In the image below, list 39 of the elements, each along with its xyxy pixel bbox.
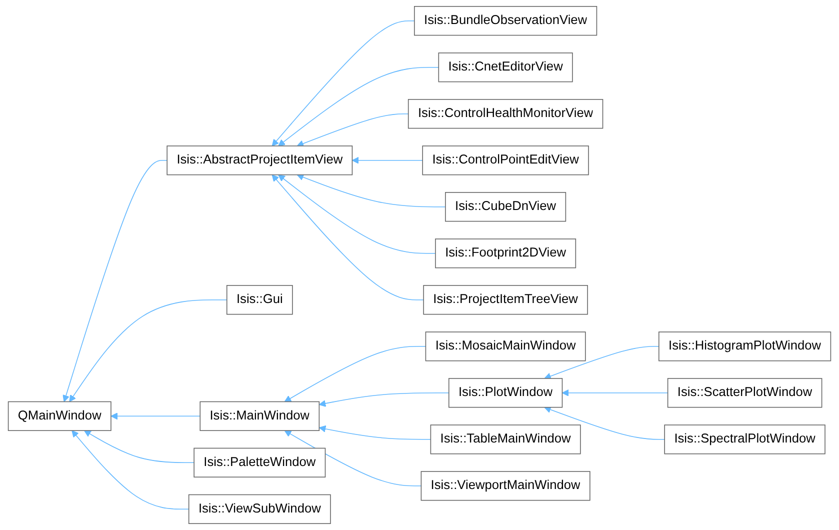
arrow [278, 66, 440, 146]
node-box: Isis::ControlHealthMonitorView [408, 99, 604, 129]
node-box: Isis::ViewportMainWindow [420, 471, 590, 501]
node-box: Isis::SpectralPlotWindow [664, 424, 826, 454]
arrow [278, 174, 436, 254]
arrow [318, 392, 450, 407]
arrow [562, 389, 668, 396]
arrow [352, 156, 423, 164]
node-box: Isis::HistogramPlotWindow [658, 332, 832, 362]
arrow [544, 406, 665, 440]
arrow [544, 346, 660, 380]
arrow [284, 430, 422, 486]
node-box: Isis::Gui [226, 285, 293, 315]
node-box: Isis::TableMainWindow [430, 424, 581, 454]
node-box: Isis::BundleObservationView [414, 6, 598, 36]
node-box: Isis::Footprint2DView [435, 238, 576, 268]
node-box: Isis::AbstractProjectItemView [166, 146, 353, 176]
node-box: Isis::ControlPointEditView [422, 146, 589, 176]
arrow [284, 346, 426, 402]
node-box: Isis::ProjectItemTreeView [423, 285, 588, 315]
arrow [272, 20, 415, 146]
arrow [318, 425, 432, 440]
node-box: Isis::CubeDnView [445, 192, 566, 222]
arrow [84, 430, 194, 464]
node-box: Isis::PlotWindow [448, 378, 563, 408]
node-box: Isis::MainWindow [200, 401, 320, 431]
arrow [296, 174, 446, 208]
arrow [110, 412, 201, 420]
arrow [72, 430, 190, 510]
node-box: Isis::ScatterPlotWindow [667, 378, 822, 408]
arrow [296, 113, 409, 147]
arrow [272, 174, 424, 300]
arrow [62, 160, 168, 402]
node-box: Isis::MosaicMainWindow [425, 332, 586, 362]
node-box: QMainWindow [8, 401, 112, 431]
node-box: Isis::CnetEditorView [438, 52, 573, 82]
node-box: Isis::PaletteWindow [194, 448, 326, 478]
node-box: Isis::ViewSubWindow [188, 494, 331, 524]
arrow [69, 299, 228, 402]
